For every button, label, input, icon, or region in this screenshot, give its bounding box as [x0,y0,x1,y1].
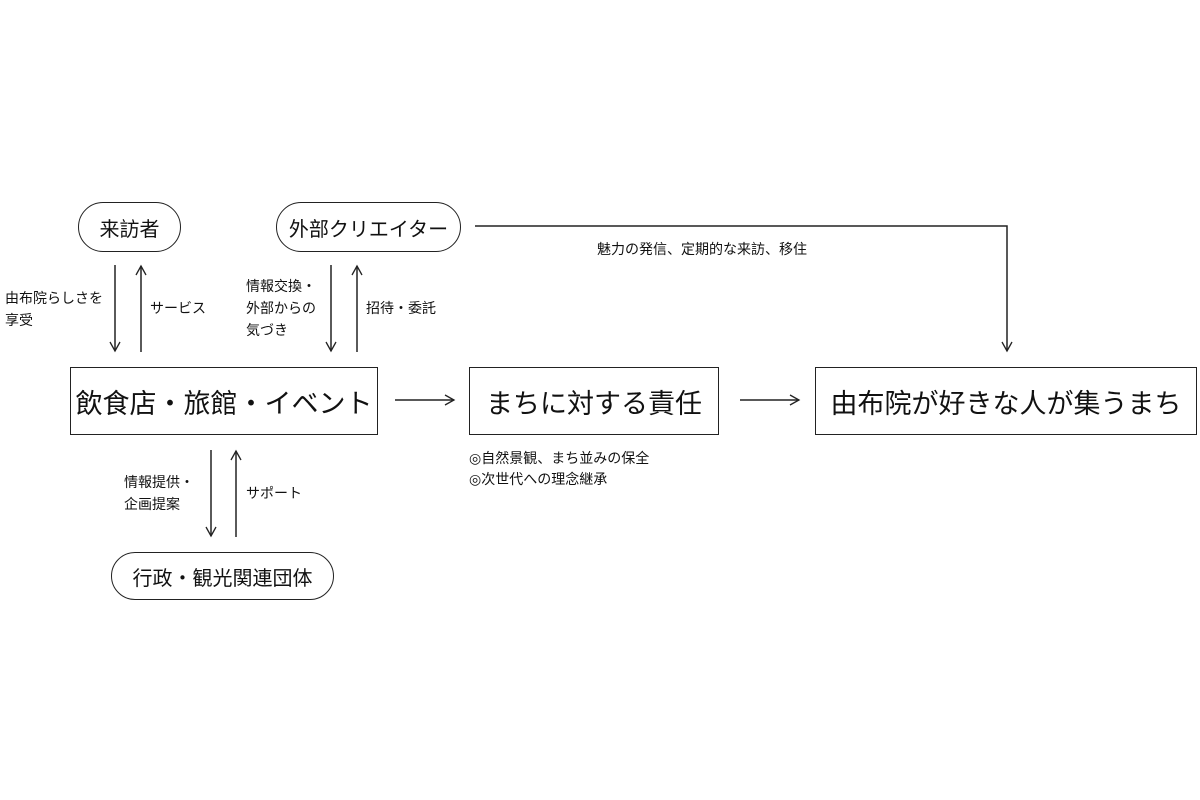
label-line: 気づき [246,323,288,339]
label-visitor-to-business: 由布院らしさを 享受 [5,288,103,332]
label-line: 企画提案 [124,497,180,513]
label-government-to-business: サポート [246,486,302,502]
note-item: ◎次世代への理念継承 [469,472,608,488]
label-business-to-visitor: サービス [150,301,206,317]
node-responsibility: まちに対する責任 [469,367,719,435]
label-line: 享受 [5,313,33,329]
arrow-creator-to-goal [475,225,1013,353]
responsibility-notes: ◎自然景観、まち並みの保全 ◎次世代への理念継承 [469,449,649,491]
label-line: 情報提供・ [124,475,194,491]
node-creator: 外部クリエイター [276,202,461,252]
node-business: 飲食店・旅館・イベント [70,367,378,435]
node-goal: 由布院が好きな人が集うまち [815,367,1197,435]
label-business-to-creator: 招待・委託 [366,301,436,317]
note-item: ◎自然景観、まち並みの保全 [469,451,650,467]
label-line: 情報交換・ [246,279,316,295]
label-line: 外部からの [246,301,316,317]
node-government: 行政・観光関連団体 [111,552,334,600]
label-business-to-government: 情報提供・ 企画提案 [124,472,194,516]
label-creator-to-goal: 魅力の発信、定期的な来訪、移住 [597,242,807,258]
node-visitor: 来訪者 [78,202,181,252]
label-line: 由布院らしさを [5,291,103,307]
label-creator-to-business: 情報交換・ 外部からの 気づき [246,276,316,342]
